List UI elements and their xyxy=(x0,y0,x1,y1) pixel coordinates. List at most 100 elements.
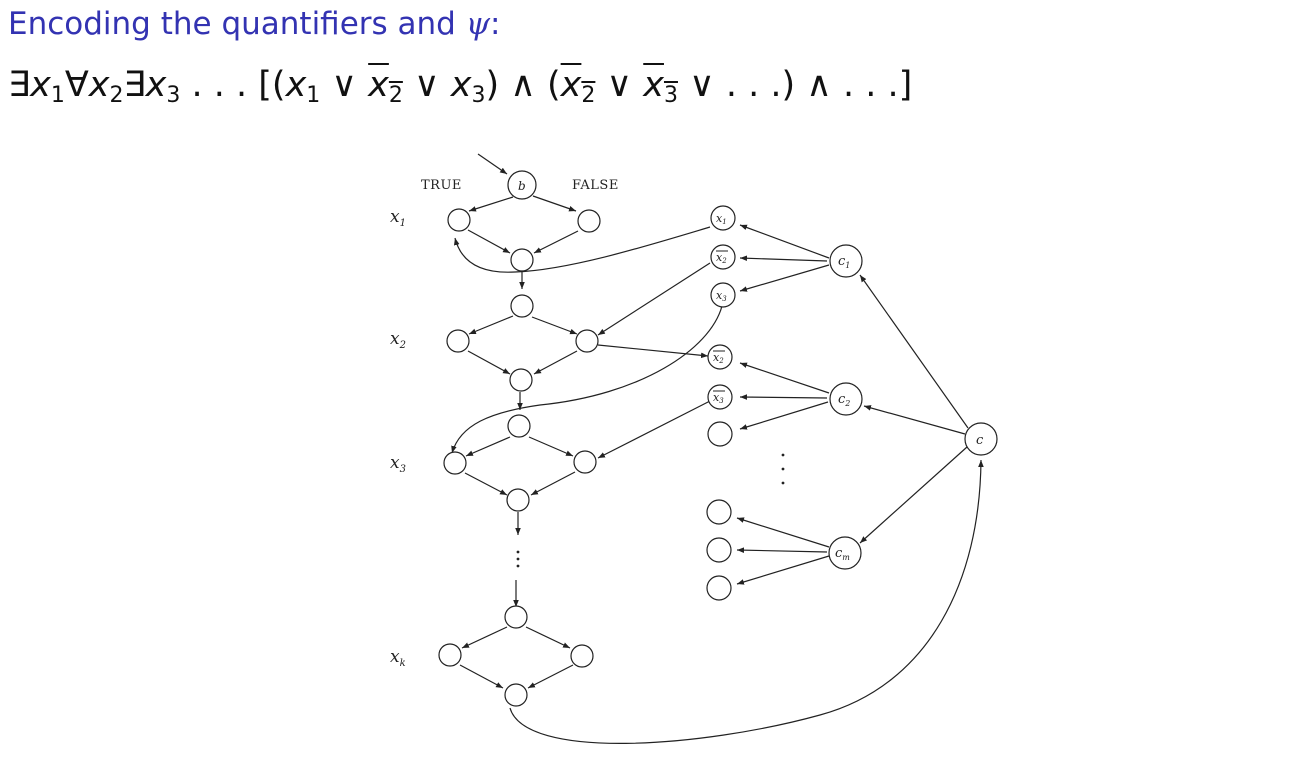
clause1-lit2-negated: x2 xyxy=(368,65,403,108)
label-true: TRUE xyxy=(421,178,462,193)
node-x3-false xyxy=(573,450,597,474)
clause1-lit2-sub: 2 xyxy=(388,83,403,108)
close-and-open: ) ∧ ( xyxy=(485,65,561,105)
title-colon: : xyxy=(490,6,501,42)
node-x2-true xyxy=(446,329,470,353)
dot-left-2 xyxy=(516,557,520,561)
node-c2 xyxy=(829,382,863,416)
edge-cm-lit8 xyxy=(736,547,828,553)
label-c: c xyxy=(976,433,984,448)
bracket-open: [( xyxy=(258,65,286,105)
node-x3-join xyxy=(506,488,530,512)
cm-sub: m xyxy=(842,553,850,562)
node-lit-empty-2 xyxy=(706,499,732,525)
dots: . . . xyxy=(180,65,259,105)
edge-x3-top-right xyxy=(528,436,574,457)
sub-3: 3 xyxy=(166,83,181,108)
exists-3: ∃ xyxy=(123,65,146,105)
edge-b-true xyxy=(468,196,514,212)
forall-2: ∀ xyxy=(64,65,89,105)
label-c2: c2 xyxy=(838,392,850,408)
edge-x3f-join xyxy=(530,471,576,496)
dot-left-3 xyxy=(516,564,520,568)
lit3-var: x xyxy=(716,289,723,302)
edge-lit-notx2-to-x2-false xyxy=(597,262,711,336)
dot-right-2 xyxy=(781,467,785,471)
var-x3: x xyxy=(145,65,167,105)
edge-x3t-join xyxy=(464,472,508,496)
edge-b-false xyxy=(532,195,577,212)
c2-sub: 2 xyxy=(844,399,850,408)
clause1-lit2: x xyxy=(368,65,389,105)
row-xk-sub: k xyxy=(400,658,406,669)
edge-x2-top-right xyxy=(531,316,578,335)
edge-lit-x1-to-x1-true xyxy=(453,226,711,273)
edge-cm-lit7 xyxy=(736,517,830,548)
dot-right-1 xyxy=(781,453,785,457)
node-x3-true xyxy=(443,451,467,475)
edge-lit-notx3-to-x3-false xyxy=(597,400,711,459)
clause2-lit1-sub: 2 xyxy=(581,83,596,108)
edge-c1-lit3 xyxy=(739,264,830,292)
node-xk-top xyxy=(504,605,528,629)
node-x1-false xyxy=(577,209,601,233)
edge-c2-lit4 xyxy=(739,362,830,394)
clause2-lit2: x xyxy=(643,65,664,105)
node-x2-top xyxy=(510,294,534,318)
lit5-var: x xyxy=(713,391,720,404)
edge-xkf-join xyxy=(527,664,574,689)
edge-lit-notx2b-to-x2-false xyxy=(597,344,709,359)
clause2-lit1-negated: x2 xyxy=(560,65,596,108)
label-lit2: x2 xyxy=(716,251,727,265)
label-lit4: x2 xyxy=(713,351,724,365)
edge-c2-lit6 xyxy=(739,401,829,430)
lit4-sub: 2 xyxy=(718,357,724,365)
lit2-var: x xyxy=(716,251,723,264)
edge-start-b xyxy=(477,153,508,175)
node-lit-empty-1 xyxy=(707,421,733,447)
node-lit-empty-4 xyxy=(706,575,732,601)
cm-var: c xyxy=(835,546,843,561)
edge-cm-lit9 xyxy=(736,555,830,585)
label-lit1: x1 xyxy=(716,212,727,226)
edge-x1t-join xyxy=(467,229,511,254)
row-xk-var: x xyxy=(390,647,400,667)
edge-c-cm xyxy=(859,446,968,544)
edge-c-c1 xyxy=(859,274,969,429)
clause2-lit1: x xyxy=(560,65,582,105)
label-lit3: x3 xyxy=(716,289,727,303)
edge-x1f-join xyxy=(533,230,579,254)
edge-c1-lit1 xyxy=(739,224,830,259)
node-x1-true xyxy=(447,208,471,232)
lit5-sub: 3 xyxy=(719,397,724,405)
node-x2-join xyxy=(509,368,533,392)
lit4-var: x xyxy=(713,351,720,364)
lit3-sub: 3 xyxy=(722,295,727,303)
node-xk-false xyxy=(570,644,594,668)
sub-2: 2 xyxy=(109,83,124,108)
node-lit-empty-3 xyxy=(706,537,732,563)
edge-c-c2 xyxy=(863,405,966,435)
row-x1-var: x xyxy=(390,207,400,227)
label-lit5: x3 xyxy=(713,391,724,405)
node-b xyxy=(507,170,537,200)
qbf-formula: ∃x1∀x2∃x3 . . . [(x1 ∨ x2 ∨ x3) ∧ (x2 ∨ … xyxy=(8,64,912,110)
var-x2: x xyxy=(88,65,110,105)
edge-xk-top-left xyxy=(461,626,508,649)
var-x1: x xyxy=(30,65,51,105)
lit1-var: x xyxy=(716,212,723,225)
clause2-lit2-negated: x3 xyxy=(643,65,678,108)
row-x2-var: x xyxy=(390,329,400,349)
clause1-lit3-sub: 3 xyxy=(471,83,486,108)
edge-x2t-join xyxy=(467,350,511,375)
edge-xkt-join xyxy=(459,664,504,689)
lit2-sub: 2 xyxy=(721,257,727,265)
exists-1: ∃ xyxy=(8,65,31,105)
node-c1 xyxy=(829,244,863,278)
clause2-lit2-sub: 3 xyxy=(663,83,678,108)
node-c xyxy=(964,422,998,456)
formula-tail: ∨ . . .) ∧ . . .] xyxy=(677,65,913,105)
edge-x2-top-left xyxy=(468,315,514,335)
clause1-lit3: x xyxy=(450,65,472,105)
dot-right-3 xyxy=(781,481,785,485)
